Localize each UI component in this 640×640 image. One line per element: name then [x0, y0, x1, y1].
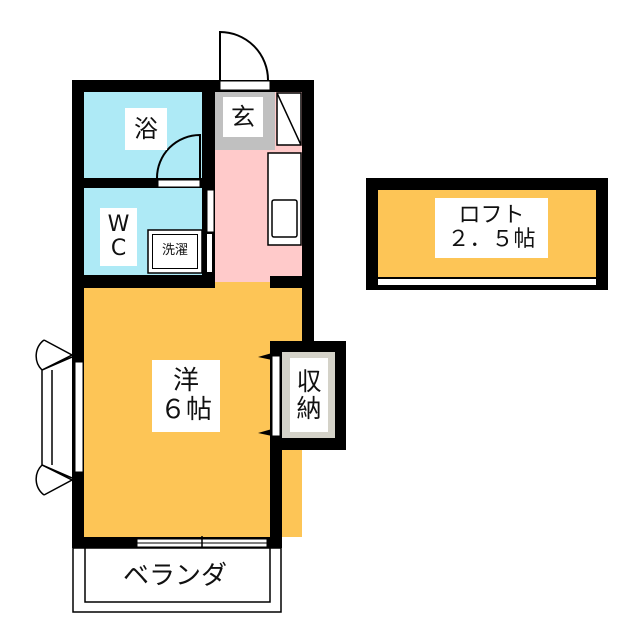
balcony-label-text: ベランダ: [122, 560, 227, 591]
closet-label-line2: 納: [296, 394, 322, 423]
balcony-inner: [84, 547, 271, 603]
loft-label-line1: ロフト: [458, 202, 525, 228]
loft-edge: [378, 279, 596, 285]
wc-door-2: [207, 234, 212, 272]
western-label-line1: 洋: [172, 366, 199, 397]
kitchen-sink: [271, 199, 298, 238]
wc-label-line2: C: [110, 236, 127, 261]
entrance-door-opening[interactable]: [219, 80, 271, 91]
western-label-line2: ６帖: [159, 395, 212, 425]
genkan-label-text: 玄: [231, 102, 255, 131]
bay-window: [35, 339, 74, 496]
washer-label: 洗濯: [152, 234, 198, 269]
shoe-closet: [276, 92, 302, 146]
balcony-label: ベランダ: [100, 558, 250, 594]
closet-label: 収納: [290, 358, 328, 432]
bath-door-opening[interactable]: [157, 179, 201, 188]
loft-label-line2: ２．５帖: [447, 227, 536, 252]
bath-label-text: 浴: [134, 114, 158, 143]
bath-door-swing: [156, 133, 201, 179]
closet-door[interactable]: [271, 355, 281, 437]
entrance-door-swing: [219, 30, 269, 81]
closet-label-line1: 収: [296, 366, 322, 396]
left-window[interactable]: [74, 361, 84, 473]
washer-label-text: 洗濯: [161, 243, 188, 259]
wc-door[interactable]: [206, 189, 215, 233]
bath-label: 浴: [125, 108, 167, 150]
wc-label-line1: W: [107, 211, 130, 237]
western-room-extension: [215, 282, 302, 292]
genkan-label: 玄: [223, 97, 263, 137]
